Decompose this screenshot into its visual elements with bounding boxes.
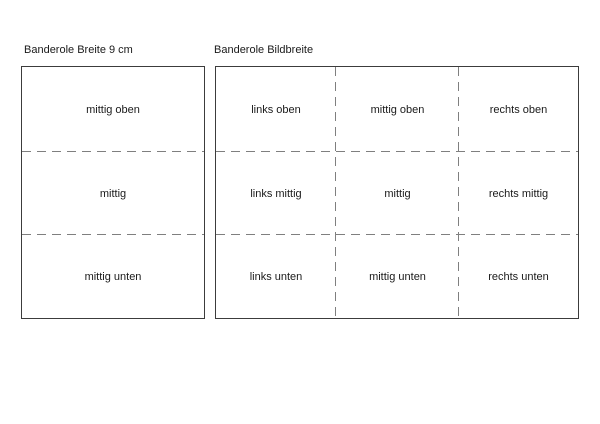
cell-links-oben: links oben: [251, 103, 301, 116]
cell-links-mittig: links mittig: [250, 187, 302, 200]
left-panel: mittig oben mittig mittig unten: [21, 66, 205, 319]
cell-rechts-oben: rechts oben: [489, 103, 548, 116]
right-panel: links oben mittig oben rechts oben links…: [215, 66, 579, 319]
cell-rechts-mittig: rechts mittig: [488, 187, 549, 200]
cell-mittig-oben: mittig oben: [370, 103, 425, 116]
cell-left-mittig-oben: mittig oben: [86, 103, 140, 116]
cell-mittig: mittig: [384, 187, 411, 200]
cell-rechts-unten: rechts unten: [488, 270, 549, 283]
cell-mittig-unten: mittig unten: [369, 270, 426, 283]
cell-left-mittig: mittig: [99, 187, 127, 200]
left-panel-title: Banderole Breite 9 cm: [24, 44, 133, 56]
cell-links-unten: links unten: [249, 270, 303, 283]
right-panel-title: Banderole Bildbreite: [214, 44, 314, 56]
cell-left-mittig-unten: mittig unten: [84, 270, 142, 283]
